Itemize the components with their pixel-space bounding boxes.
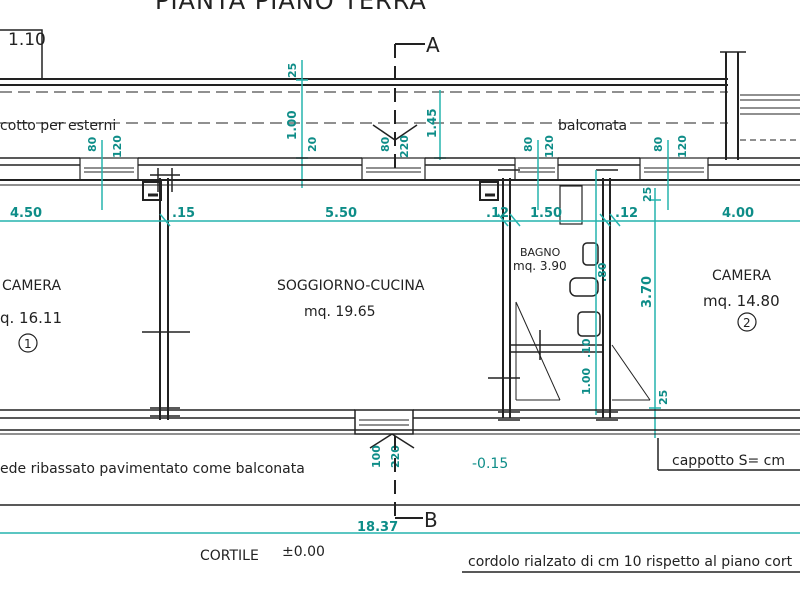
room-camera-1-name: CAMERA [2, 278, 61, 294]
vertical-dimension-right [595, 170, 661, 438]
dim-15: .15 [172, 206, 195, 221]
window-1-height: 120 [111, 135, 124, 158]
dim-1-50: 1.50 [530, 206, 562, 221]
plan-title: PIANTA PIANO TERRA [155, 0, 427, 15]
section-mark-b: B [424, 508, 438, 532]
window-2-height: 220 [398, 135, 411, 158]
dim-bottom-100: 100 [370, 445, 383, 468]
dim-12-b: .12 [615, 206, 638, 221]
room-camera-2-name: CAMERA [712, 268, 771, 284]
room-soggiorno-name: SOGGIORNO-CUCINA [277, 278, 425, 294]
window-2 [361, 124, 426, 181]
label-balconata: balconata [558, 118, 627, 134]
dim-25-right: 25 [641, 187, 654, 202]
dim-bagno-10: .10 [580, 338, 593, 358]
dim-25-right-bottom: 25 [657, 390, 670, 405]
dim-25-top: 25 [286, 63, 299, 78]
scale-mark-frame [0, 29, 43, 78]
label-cortile-level: ±0.00 [282, 544, 325, 560]
dim-3-70: 3.70 [640, 276, 655, 308]
room-soggiorno-area: mq. 19.65 [304, 304, 376, 320]
label-cortile: CORTILE [200, 548, 259, 564]
dim-1-00-top: 1.00 [285, 110, 299, 140]
window-2-width: 80 [379, 136, 392, 152]
room-bagno-area: mq. 3.90 [513, 259, 567, 273]
room-camera-2-area: mq. 14.80 [703, 292, 780, 310]
window-1 [79, 140, 139, 210]
horizontal-dimension-line [0, 213, 800, 227]
room-camera-1-marker [18, 333, 38, 353]
label-level-minus: -0.15 [472, 456, 508, 472]
label-cordolo: cordolo rialzato di cm 10 rispetto al pi… [468, 554, 793, 570]
top-outer-wall [0, 51, 800, 160]
room-camera-1-number: 1 [24, 337, 32, 351]
window-3-width: 80 [522, 136, 535, 152]
window-4-height: 120 [676, 135, 689, 158]
window-4 [639, 140, 709, 210]
window-4-width: 80 [652, 136, 665, 152]
dim-4-50: 4.50 [10, 206, 42, 221]
dim-1-45-top: 1.45 [425, 108, 439, 138]
dim-bagno-80: .80 [596, 262, 609, 282]
section-line-a [394, 43, 425, 176]
interior-walls [142, 168, 651, 421]
dim-bottom-220: 220 [389, 445, 402, 468]
dim-12-a: .12 [486, 206, 509, 221]
room-camera-2-number: 2 [743, 316, 751, 330]
window-1-width: 80 [86, 136, 99, 152]
bottom-wall [0, 409, 800, 471]
room-camera-1-area: q. 16.11 [0, 309, 62, 327]
dim-bagno-1-00: 1.00 [580, 368, 593, 395]
scale-mark: 1.10 [8, 30, 46, 50]
window-3 [514, 140, 559, 210]
window-3-height: 120 [543, 135, 556, 158]
dim-4-00: 4.00 [722, 206, 754, 221]
dim-18-37: 18.37 [357, 520, 398, 535]
dim-5-50: 5.50 [325, 206, 357, 221]
label-piede: ede ribassato pavimentato come balconata [0, 461, 305, 477]
label-cappotto: cappotto S= cm [672, 453, 785, 469]
room-bagno-name: BAGNO [520, 246, 561, 259]
section-mark-a: A [426, 33, 440, 57]
label-cotto: cotto per esterni [0, 118, 116, 134]
room-camera-2-marker [737, 312, 757, 332]
bathroom-fixtures [559, 185, 601, 337]
dim-20-top: 20 [306, 136, 319, 152]
bottom-dimension-line [0, 504, 800, 534]
